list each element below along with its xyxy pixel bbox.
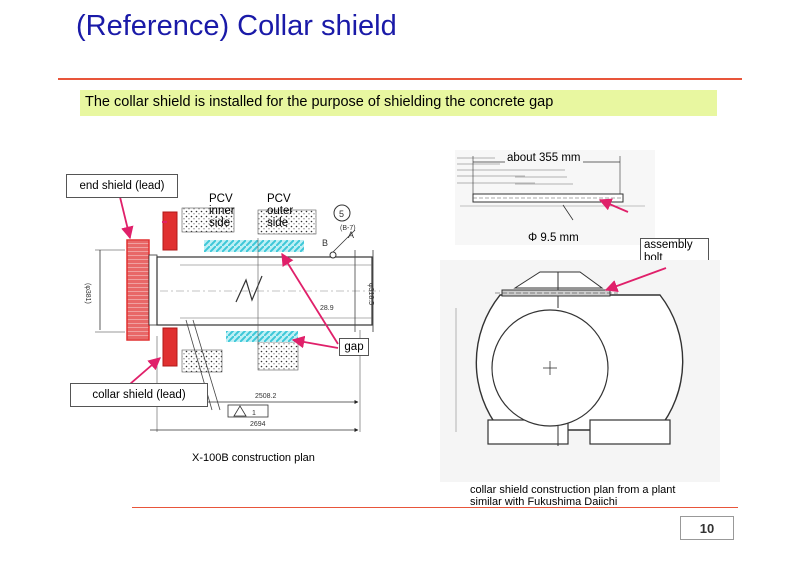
- collar-cross-section: [440, 260, 720, 482]
- leader-line-a: [332, 229, 356, 253]
- right-diagram-caption: collar shield construction plan from a p…: [470, 484, 676, 508]
- footer-divider: [132, 507, 738, 508]
- dim-2508-label: 2508.2: [255, 393, 277, 400]
- bolt-length-label: about 355 mm: [505, 152, 583, 164]
- concrete-gap-bottom: [226, 331, 298, 342]
- collar-shield-top: [162, 211, 178, 251]
- end-shield-callout: end shield (lead): [66, 174, 178, 198]
- arrow-gap-bottom: [291, 335, 339, 349]
- revision-triangle-icon: [233, 405, 247, 417]
- arrow-assembly-bolt: [604, 267, 667, 293]
- revision-number: 1: [252, 410, 256, 417]
- collar-shield-bottom: [162, 327, 178, 367]
- dim-2694-label: 2694: [250, 421, 266, 428]
- dim-phi318-label: φ318.5: [367, 283, 374, 305]
- concrete-wall-bottom-outer: [257, 341, 299, 371]
- bolt-drawing: [455, 150, 655, 245]
- title-divider: [58, 78, 742, 80]
- page-number: 10: [680, 516, 734, 540]
- collar-foot-right: [589, 419, 671, 445]
- bolt-diameter-label: Φ 9.5 mm: [528, 232, 579, 244]
- gap-callout: gap: [339, 338, 369, 356]
- marker-b7-label: (B-7): [340, 225, 356, 232]
- subtitle-box: The collar shield is installed for the p…: [80, 90, 717, 116]
- concrete-wall-top-outer: [257, 209, 317, 235]
- concrete-wall-bottom-inner: [181, 349, 223, 373]
- point-marker-icon: [329, 251, 337, 259]
- concrete-wall-top-inner: [181, 207, 235, 233]
- revision-box: [227, 404, 269, 418]
- arrow-bolt-diameter: [598, 198, 629, 213]
- arrow-gap-top: [281, 252, 339, 345]
- dim-289-label: 28.9: [320, 305, 334, 312]
- page-title: (Reference) Collar shield: [76, 10, 397, 42]
- dim-phi381-label: (φ381): [84, 283, 91, 304]
- pcv-inner-label: PCV inner side: [209, 193, 235, 229]
- support-line-2: [192, 319, 221, 411]
- arrow-collar-shield: [129, 357, 161, 385]
- end-shield-block: [126, 239, 150, 341]
- marker-circle-5: [333, 204, 351, 222]
- arrow-end-shield: [119, 196, 134, 240]
- break-symbol: [235, 275, 263, 303]
- marker-a-label: A: [348, 230, 354, 240]
- bolt-arrow-layer: [598, 198, 629, 213]
- concrete-gap-top: [204, 240, 304, 252]
- collar-foot-left: [487, 419, 569, 445]
- pcv-outer-label: PCV outer side: [267, 193, 294, 229]
- marker-5-label: 5: [339, 209, 344, 219]
- collar-shield-callout: collar shield (lead): [70, 383, 208, 407]
- end-flange: [148, 254, 158, 326]
- left-diagram-caption: X-100B construction plan: [192, 452, 315, 464]
- marker-b-label: B: [322, 238, 328, 248]
